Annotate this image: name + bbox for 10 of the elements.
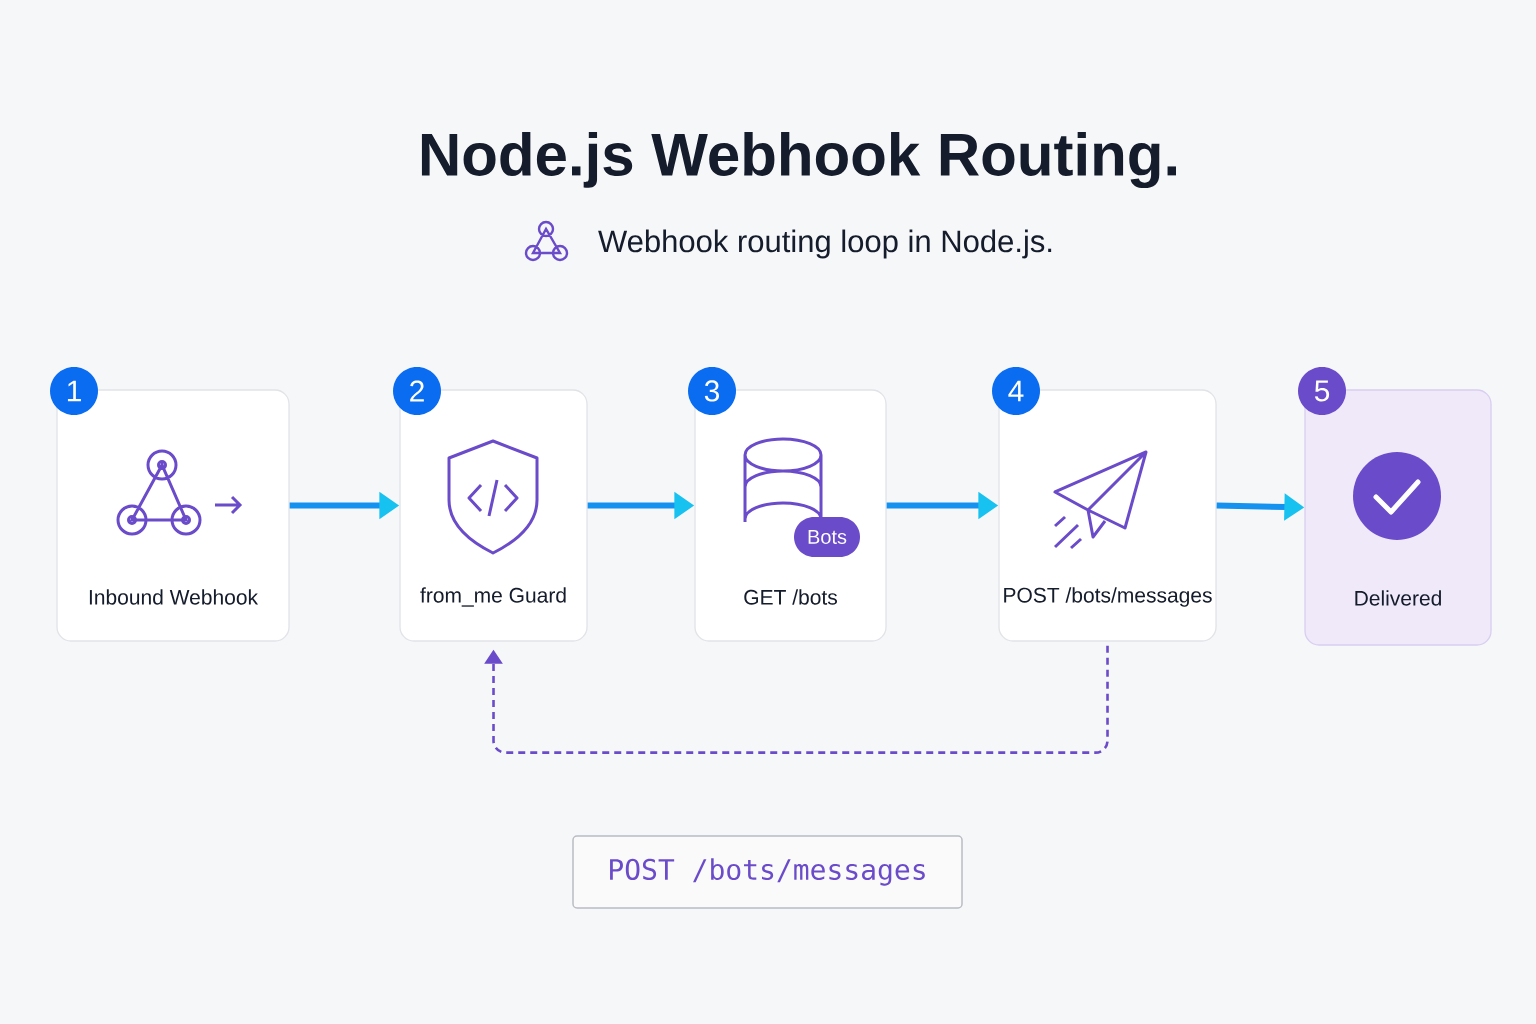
number-badge: 5	[1298, 367, 1346, 415]
subtitle: Webhook routing loop in Node.js.	[598, 229, 1052, 259]
number-badge: 1	[50, 367, 98, 415]
code-box: POST /bots/messages	[572, 835, 963, 909]
title: Node.js Webhook Routing.	[421, 131, 1176, 189]
arrow	[484, 645, 1109, 754]
number-badge: 3	[688, 367, 736, 415]
tag-pill: Bots	[794, 517, 860, 557]
number-badge: 2	[393, 367, 441, 415]
number-badge: 4	[992, 367, 1040, 415]
